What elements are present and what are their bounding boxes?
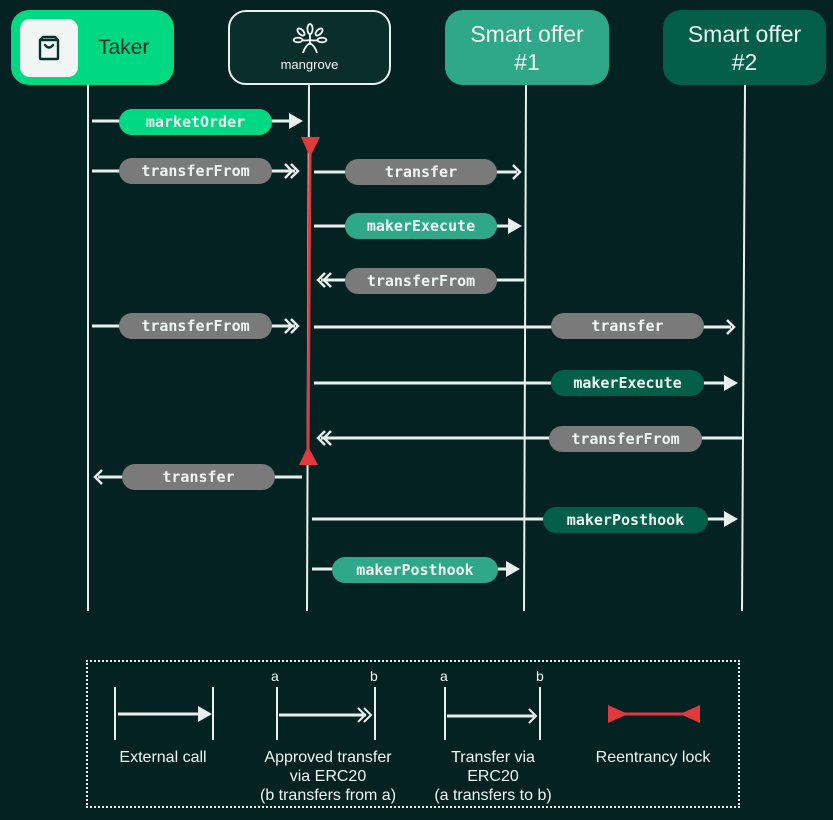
reentrancy-lock (299, 137, 320, 465)
legend-approved-b: b (370, 668, 378, 684)
arrowhead-solid-icon (289, 113, 303, 129)
message-transfer-from: transferFrom (345, 268, 497, 294)
arrowhead-solid-icon (506, 561, 520, 577)
arrowhead-solid-icon (724, 375, 738, 391)
legend-approved-a: a (271, 668, 279, 684)
message-market-order: marketOrder (119, 109, 272, 135)
legend-erc20-transfer-label: Transfer via ERC20 (a transfers to b) (434, 749, 552, 804)
arrowhead-solid-icon (724, 511, 738, 527)
message-transfer: transfer (551, 313, 704, 339)
double-chevron-icon (290, 318, 300, 334)
message-transfer-from: transferFrom (549, 426, 702, 452)
double-chevron-icon (284, 318, 294, 334)
legend-reentrancy-lock-label: Reentrancy lock (595, 749, 711, 766)
actor-mangrove-label: mangrove (280, 57, 339, 72)
legend-external-call-symbol (114, 687, 214, 740)
lock-start-marker (301, 137, 320, 157)
legend-external-call-label: External call (119, 749, 207, 766)
lifeline-smart-offer-2 (741, 84, 746, 612)
mangrove-tree-logo-icon (292, 23, 327, 54)
message-transfer-from: transferFrom (119, 313, 272, 339)
legend-approved-transfer-label: Approved transfer via ERC20 (b transfers… (259, 749, 397, 804)
double-chevron-icon (322, 272, 332, 288)
legend-reentrancy-lock-symbol (608, 705, 700, 723)
actor-smart-offer-2-label: Smart offer #2 (687, 20, 802, 75)
legend-approved-transfer-symbol (276, 687, 376, 740)
actor-smart-offer-1-label: Smart offer #1 (470, 20, 584, 75)
legend-erc20-transfer-symbol (444, 687, 541, 740)
message-transfer-from: transferFrom (119, 158, 272, 184)
message-maker-execute: makerExecute (551, 370, 704, 396)
actor-smart-offer-2: Smart offer #2 (663, 10, 826, 85)
legend-transfer-b: b (536, 668, 544, 684)
message-maker-posthook: makerPosthook (543, 507, 708, 533)
double-chevron-icon (316, 272, 326, 288)
actor-smart-offer-1: Smart offer #1 (445, 10, 609, 85)
double-chevron-icon (322, 430, 332, 446)
double-chevron-icon (316, 430, 326, 446)
chevron-icon (726, 319, 736, 335)
shopping-bag-icon (20, 18, 78, 77)
double-chevron-icon (284, 163, 294, 179)
message-maker-execute: makerExecute (345, 213, 497, 239)
chevron-icon (93, 469, 103, 485)
actor-taker-label: Taker (98, 35, 150, 59)
lock-end-marker (299, 446, 318, 465)
legend: a b a b External call Approved transfer … (86, 660, 740, 808)
double-chevron-icon (290, 163, 300, 179)
actor-mangrove: mangrove (228, 10, 391, 85)
actor-taker: Taker (11, 10, 174, 85)
message-transfer: transfer (122, 464, 275, 490)
legend-transfer-a: a (440, 668, 448, 684)
message-maker-posthook: makerPosthook (332, 557, 498, 583)
lifeline-smart-offer-1 (523, 84, 527, 612)
chevron-icon (512, 164, 522, 180)
message-transfer: transfer (345, 159, 497, 185)
arrowhead-solid-icon (508, 218, 522, 234)
